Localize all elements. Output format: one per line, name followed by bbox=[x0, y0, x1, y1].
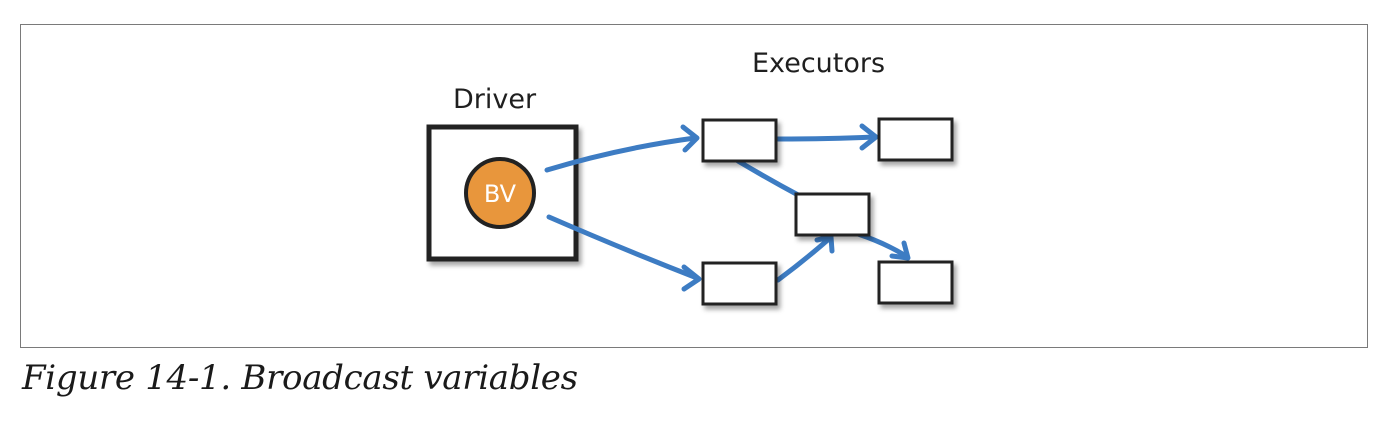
arrow-executor-1-to-executor-5 bbox=[735, 158, 803, 199]
arrowhead-executor-2 bbox=[681, 264, 702, 292]
arrow-driver-to-executor-2 bbox=[546, 214, 700, 281]
executors-label: Executors bbox=[752, 48, 885, 79]
arrowhead-executor-1 bbox=[680, 124, 700, 153]
broadcast-diagram: Driver Executors BV bbox=[426, 48, 954, 306]
executor-box-1 bbox=[701, 118, 778, 163]
arrowhead-executor-4 bbox=[889, 240, 911, 261]
executor-box-5 bbox=[794, 192, 871, 237]
driver-label: Driver bbox=[453, 84, 537, 115]
arrow-executor-5-to-executor-4 bbox=[855, 231, 909, 259]
figure-frame bbox=[20, 24, 1368, 348]
arrowhead-executor-3 bbox=[859, 123, 879, 151]
arrows bbox=[544, 123, 911, 292]
figure-caption: Figure 14-1. Broadcast variables bbox=[22, 358, 578, 398]
executor-box-2 bbox=[701, 261, 778, 306]
arrow-executor-2-to-executor-5 bbox=[775, 235, 833, 283]
executor-box-4 bbox=[877, 260, 954, 305]
arrow-driver-to-executor-1 bbox=[544, 135, 698, 173]
broadcast-variable-circle bbox=[464, 157, 536, 229]
arrow-executor-1-to-executor-3 bbox=[775, 134, 877, 142]
executor-boxes bbox=[701, 117, 954, 306]
broadcast-variable-label: BV bbox=[484, 180, 517, 208]
arrowhead-executor-5 bbox=[814, 234, 835, 254]
executor-box-3 bbox=[877, 117, 954, 162]
